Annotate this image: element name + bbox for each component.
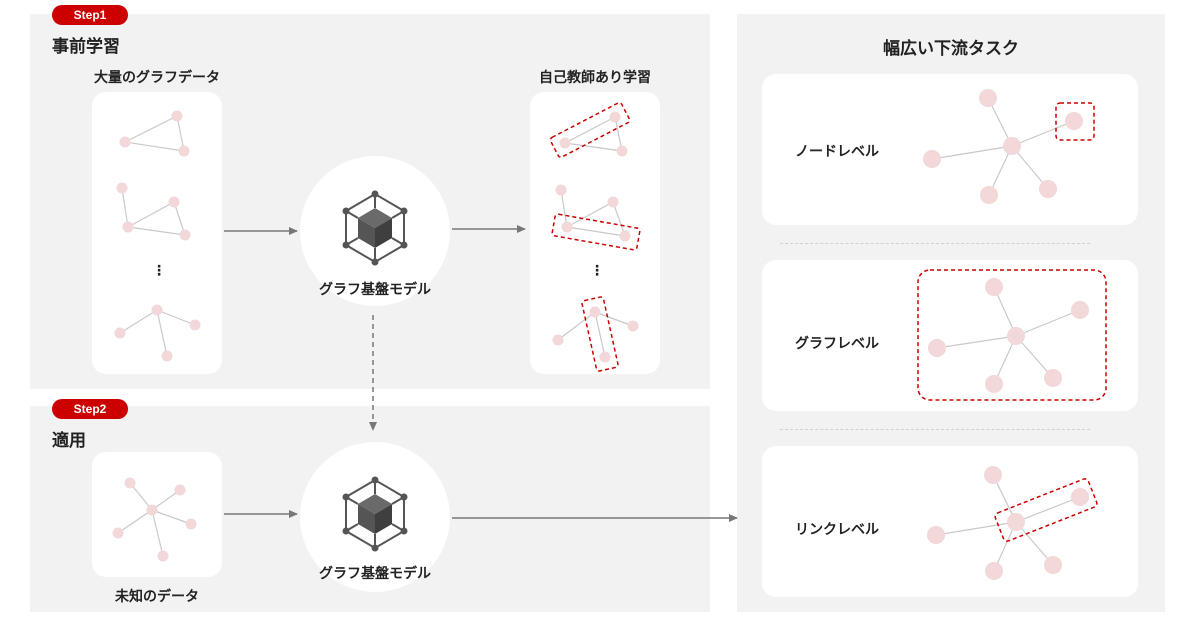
input-graphs-card [92,92,222,374]
step1-badge: Step1 [52,5,128,25]
graph-node [168,196,180,208]
graph-edge [557,311,596,341]
task-card-graph [762,260,1138,411]
graph-node [1044,369,1062,387]
input-ellipsis: ⋮ [152,263,166,279]
graph-node [171,110,183,122]
graph-node [161,350,173,362]
task-label-link: リンクレベル [795,522,879,538]
graph-node [609,111,621,123]
ssl-label: 自己教師あり学習 [539,70,651,86]
graph-node [1003,137,1021,155]
graph-node [1007,513,1025,531]
graph-node [552,334,564,346]
graph-node [124,477,136,489]
graph-node [179,229,191,241]
task-label-graph: グラフレベル [795,336,879,352]
graph-node [627,320,639,332]
graph-node [146,504,158,516]
graph-edge [119,309,158,334]
graph-edge [1011,145,1049,190]
graph-node [1071,488,1089,506]
graph-edge [1015,309,1081,337]
graph-node [589,306,601,318]
graph-node [559,137,571,149]
graph-node [923,150,941,168]
graph-edge [1015,335,1054,379]
model-label-step1: グラフ基盤モデル [319,282,431,298]
divider-1 [780,243,1090,244]
link-level-highlight [994,478,1098,542]
graph-node [1071,301,1089,319]
graph-edge [594,311,634,327]
graph-edge [151,509,164,557]
graph-edge [151,489,181,511]
cube-network-icon [341,189,409,267]
ssl-ellipsis: ⋮ [590,263,604,279]
graph-node [616,145,628,157]
graph-node [1039,180,1057,198]
task-card-link [762,446,1138,597]
ssl-highlight-edge [549,102,631,158]
graph-node [985,278,1003,296]
graph-node [1065,112,1083,130]
graph-node [178,145,190,157]
graph-node [112,527,124,539]
graph-edge [564,116,623,152]
node-level-highlight [1055,102,1095,141]
graph-node [174,484,186,496]
graph-edge [935,521,1017,536]
divider-2 [780,429,1090,430]
graph-edge [156,309,196,326]
graph-node [985,375,1003,393]
graph-node [122,221,134,233]
graph-edge [594,311,606,358]
unknown-data-card [92,452,222,577]
graph-node [114,327,126,339]
unknown-data-label: 未知のデータ [115,589,199,605]
model-label-step2: グラフ基盤モデル [319,566,431,582]
graph-edge [129,482,153,511]
graph-node [1044,556,1062,574]
graph-edge [1015,521,1054,566]
graph-edge [931,145,1013,160]
ssl-highlight-edge [581,296,619,372]
graph-node [561,221,573,233]
graph-node [619,230,631,242]
graph-node [189,319,201,331]
downstream-title: 幅広い下流タスク [883,39,1019,59]
graph-node [928,339,946,357]
graph-node [927,526,945,544]
input-graphs-label: 大量のグラフデータ [94,70,220,86]
graph-node [1007,327,1025,345]
step2-badge: Step2 [52,399,128,419]
graph-node [157,550,169,562]
graph-node [185,518,197,530]
task-label-node: ノードレベル [795,144,879,160]
graph-edge [117,509,153,534]
graph-node [151,304,163,316]
step1-title: 事前学習 [52,37,120,57]
graph-node [119,136,131,148]
graph-node [979,89,997,107]
graph-edge [156,309,168,357]
graph-node [980,186,998,204]
graph-node [607,196,619,208]
graph-edge [988,145,1013,196]
graph-node [985,562,1003,580]
graph-edge [1011,120,1075,147]
graph-node [984,466,1002,484]
graph-node [555,184,567,196]
cube-network-icon [341,475,409,553]
graph-node [116,182,128,194]
graph-node [599,351,611,363]
graph-edge [936,335,1017,349]
ssl-highlight-edge [551,213,641,251]
graph-edge [151,509,192,525]
step2-title: 適用 [52,431,86,451]
graph-edge [1015,496,1081,523]
task-card-node [762,74,1138,225]
graph-edge [124,115,185,152]
